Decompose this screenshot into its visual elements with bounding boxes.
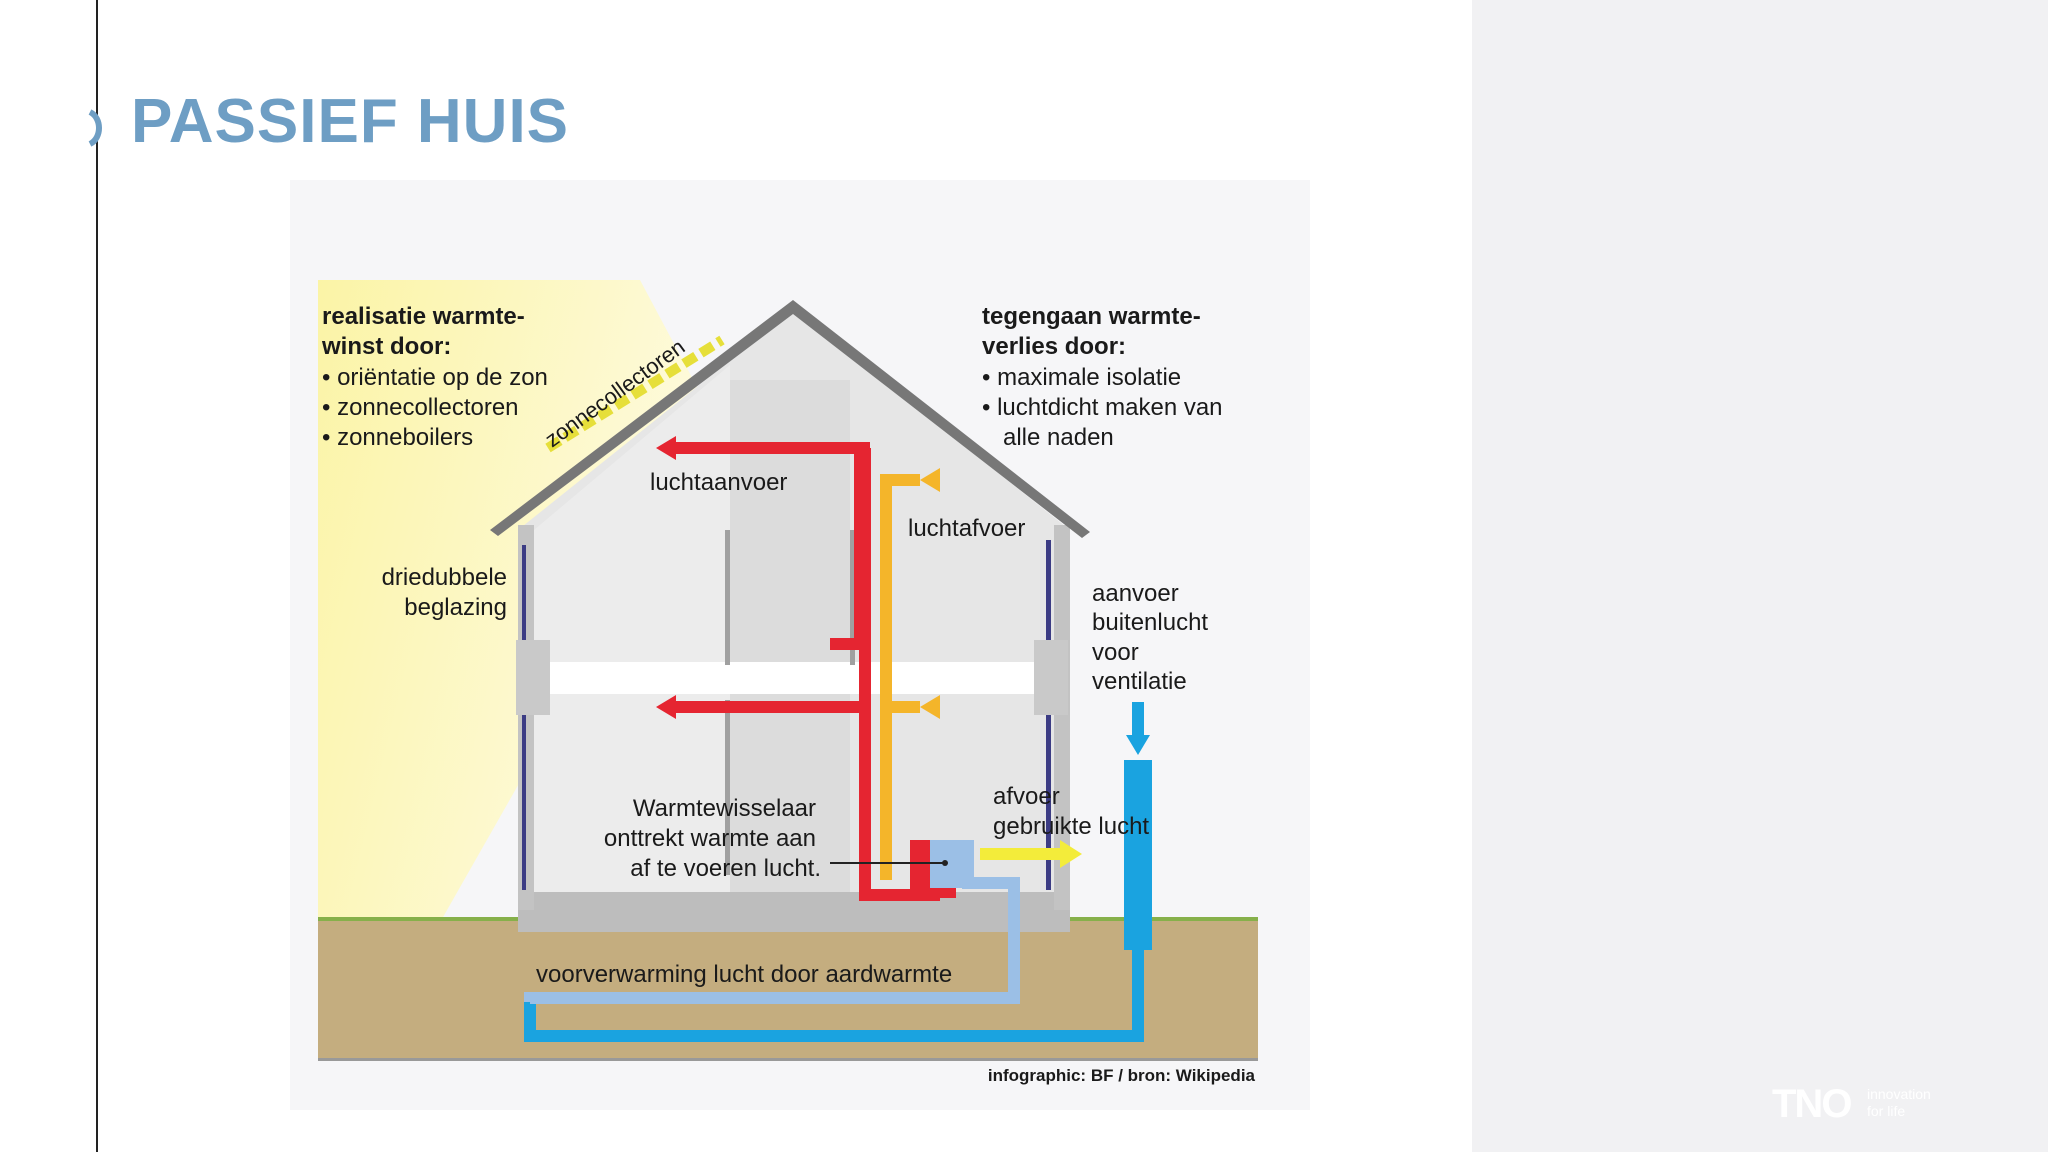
- outside-air-pipe: [1124, 760, 1152, 950]
- supply-air-label: luchtaanvoer: [650, 469, 787, 496]
- supply-air-arrow-mid: [656, 695, 704, 719]
- loss-heading-line-1: tegengaan warmte-: [982, 303, 1201, 330]
- exhaust-air-arrow-top: [920, 468, 940, 492]
- gain-heading-line-1: realisatie warmte-: [322, 303, 525, 330]
- exchanger-label-line-1: Warmtewisselaar: [633, 795, 816, 822]
- used-air-duct: [980, 848, 1060, 860]
- outside-air-arrow: [1126, 702, 1150, 755]
- credit-label: infographic: BF / bron: Wikipedia: [988, 1066, 1256, 1085]
- slide-left-rule: [96, 0, 98, 1152]
- gain-heading-line-2: winst door:: [321, 333, 451, 360]
- exchanger-label-line-2: onttrekt warmte aan: [604, 825, 816, 852]
- loss-item-1: • maximale isolatie: [982, 364, 1181, 391]
- outside-air-label-line-1: aanvoer: [1092, 580, 1179, 607]
- ground-label: voorverwarming lucht door aardwarmte: [536, 961, 952, 988]
- exhaust-air-label: luchtafvoer: [908, 515, 1025, 542]
- ground-bottom: [318, 1058, 1258, 1061]
- supply-air-branch-mid: [704, 701, 864, 713]
- preheat-pipe: [524, 877, 1020, 1004]
- loss-item-2: • luchtdicht maken van: [982, 394, 1223, 421]
- outside-air-label-line-3: voor: [1092, 639, 1139, 666]
- center-column: [730, 380, 850, 895]
- left-wall-block: [516, 640, 550, 715]
- passive-house-infographic: realisatie warmte- winst door: • oriënta…: [290, 180, 1310, 1110]
- tno-tagline-line-2: for life: [1867, 1103, 1906, 1119]
- right-wall: [1054, 525, 1070, 910]
- outside-air-label-line-4: ventilatie: [1092, 668, 1187, 695]
- left-window-left: [522, 545, 526, 890]
- title-marker-icon: [88, 109, 102, 147]
- exhaust-air-branch-mid: [880, 701, 920, 713]
- heat-exchanger-dot: [942, 860, 948, 866]
- used-air-label-line-2: gebruikte lucht: [993, 813, 1149, 840]
- divider-c: [850, 530, 855, 665]
- outside-air-label-line-2: buitenlucht: [1092, 609, 1208, 636]
- slide-title: PASSIEF HUIS: [131, 87, 570, 156]
- right-wall-block: [1034, 640, 1068, 715]
- used-air-label-line-1: afvoer: [993, 783, 1060, 810]
- gain-item-3: • zonneboilers: [322, 424, 473, 451]
- tno-logo-word: TNO: [1772, 1082, 1852, 1126]
- slide: PASSIEF HUIS: [88, 0, 1310, 1152]
- glazing-label-line-1: driedubbele: [382, 564, 507, 591]
- tno-tagline-line-1: innovation: [1867, 1086, 1931, 1102]
- gain-item-1: • oriëntatie op de zon: [322, 364, 548, 391]
- exhaust-air-duct: [880, 480, 892, 880]
- supply-air-branch-top: [704, 442, 864, 454]
- outside-air-ground-pipe: [524, 950, 1144, 1042]
- divider-b: [725, 700, 730, 875]
- divider-a: [725, 530, 730, 665]
- exhaust-air-branch-top: [880, 474, 920, 486]
- glazing-label-line-2: beglazing: [404, 594, 507, 621]
- supply-air-duct-top: [859, 442, 940, 901]
- loss-item-3: alle naden: [1003, 424, 1114, 451]
- supply-air-arrow-top: [656, 436, 704, 460]
- loss-heading-line-2: verlies door:: [982, 333, 1126, 360]
- exhaust-air-arrow-mid: [920, 695, 940, 719]
- gain-item-2: • zonnecollectoren: [322, 394, 519, 421]
- exchanger-label-line-3: af te voeren lucht.: [630, 855, 821, 882]
- used-air-arrow: [1060, 840, 1082, 868]
- floor: [534, 662, 1054, 694]
- left-room: [534, 365, 730, 895]
- roof-solar-collector: [545, 335, 725, 453]
- foundation: [518, 892, 1070, 932]
